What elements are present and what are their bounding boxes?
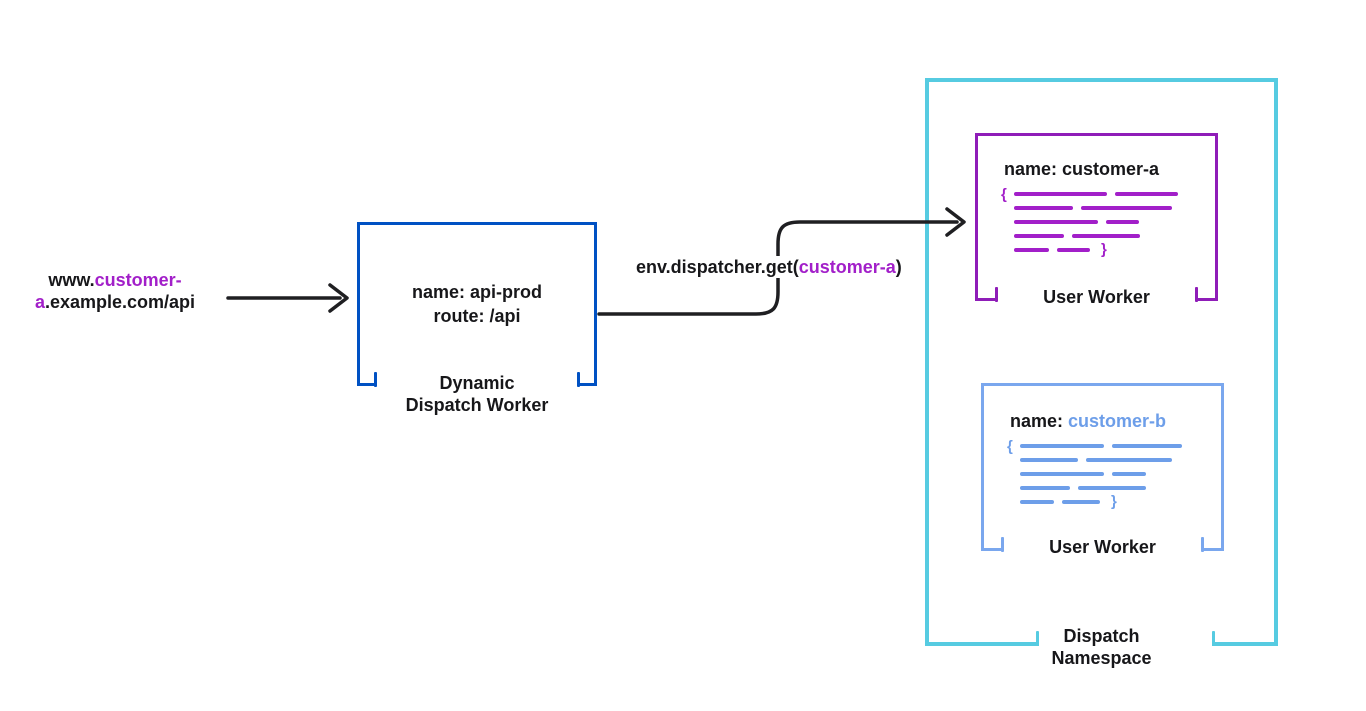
code-line: }: [1020, 494, 1182, 509]
code-bar: [1020, 472, 1104, 476]
worker-b-label: User Worker: [1049, 537, 1156, 557]
dispatch-namespace-label-line1: Dispatch: [1063, 626, 1140, 646]
code-bar: [1014, 220, 1098, 224]
close-brace-icon: }: [1111, 492, 1117, 510]
border-tick-icon: [1036, 631, 1039, 646]
code-bar: [1078, 486, 1146, 490]
dispatch-worker-route: route: /api: [433, 306, 521, 326]
open-brace-icon: {: [1001, 186, 1007, 203]
code-bar: [1014, 192, 1107, 196]
border-tick-icon: [995, 287, 998, 302]
worker-b-name-prefix: name:: [1010, 411, 1069, 431]
code-line: [1020, 472, 1182, 476]
border-gap: [1039, 637, 1212, 647]
user-worker-a-box: name: customer-a { } User Worker: [975, 133, 1218, 307]
code-bar: [1081, 206, 1172, 210]
code-bar: [1112, 444, 1182, 448]
code-line: [1014, 234, 1178, 238]
dispatch-worker-config: name: api-prod route: /api: [412, 280, 542, 328]
dispatcher-call-prefix: env.dispatcher.get(: [636, 257, 799, 277]
code-bar: [1020, 500, 1054, 504]
border-tick-icon: [1195, 287, 1198, 302]
request-url-label: www.customer-a.example.com/api: [16, 269, 214, 313]
close-brace-icon: }: [1101, 240, 1107, 258]
worker-b-code-decoration: { }: [1007, 439, 1182, 509]
border-tick-icon: [577, 372, 580, 387]
dynamic-dispatch-worker-box: name: api-prod route: /api Dynamic Dispa…: [357, 222, 597, 415]
border-tick-icon: [374, 372, 377, 387]
code-bar: [1057, 248, 1090, 252]
code-line: [1020, 486, 1182, 490]
border-gap: [1003, 543, 1202, 553]
border-gap: [997, 293, 1196, 303]
code-line: [1020, 444, 1182, 448]
request-url-highlight-2: a: [34, 292, 45, 312]
dispatch-namespace-box: name: customer-a { } User Worker name: c…: [925, 78, 1278, 668]
code-bar: [1062, 500, 1100, 504]
worker-a-name-prefix: name:: [1004, 159, 1063, 179]
code-bar: [1112, 472, 1146, 476]
dispatch-namespace-label-line2: Namespace: [1051, 648, 1152, 668]
worker-a-code-decoration: { }: [1001, 187, 1178, 257]
user-worker-b-box: name: customer-b { } User Worker: [981, 383, 1224, 557]
code-line: [1014, 192, 1178, 196]
code-bar: [1072, 234, 1140, 238]
dispatcher-call-suffix: ): [895, 257, 902, 277]
code-bar: [1014, 234, 1064, 238]
border-tick-icon: [1212, 631, 1215, 646]
open-brace-icon: {: [1007, 438, 1013, 455]
worker-b-name: name: customer-b: [1010, 410, 1166, 432]
code-line: [1014, 220, 1178, 224]
request-url-highlight: customer-: [94, 270, 182, 290]
worker-a-name-value: customer-a: [1062, 159, 1160, 179]
code-bar: [1020, 444, 1104, 448]
code-line: }: [1014, 242, 1178, 257]
worker-b-name-value: customer-b: [1068, 411, 1167, 431]
border-tick-icon: [1201, 537, 1204, 552]
code-bar: [1106, 220, 1139, 224]
request-url-prefix: www.: [48, 270, 95, 290]
dispatch-worker-label-line2: Dispatch Worker: [405, 395, 549, 415]
border-tick-icon: [1001, 537, 1004, 552]
dispatch-worker-label-line1: Dynamic: [439, 373, 515, 393]
worker-a-name: name: customer-a: [1004, 158, 1159, 180]
worker-a-label: User Worker: [1043, 287, 1150, 307]
code-bar: [1115, 192, 1178, 196]
code-bar: [1020, 486, 1070, 490]
dispatch-namespace-label: Dispatch Namespace: [1051, 625, 1151, 669]
code-bar: [1014, 248, 1049, 252]
request-url-suffix: .example.com/api: [44, 292, 196, 312]
code-bar: [1020, 458, 1078, 462]
code-line: [1020, 458, 1182, 462]
code-line: [1014, 206, 1178, 210]
dispatcher-call-label: env.dispatcher.get(customer-a): [633, 256, 905, 278]
code-bar: [1014, 206, 1073, 210]
dispatch-worker-label: Dynamic Dispatch Worker: [406, 372, 549, 416]
dispatch-worker-name: name: api-prod: [411, 282, 542, 302]
border-gap: [376, 378, 578, 388]
code-bar: [1086, 458, 1172, 462]
dispatcher-call-highlight: customer-a: [798, 257, 896, 277]
request-arrow-head-icon: [328, 283, 349, 313]
